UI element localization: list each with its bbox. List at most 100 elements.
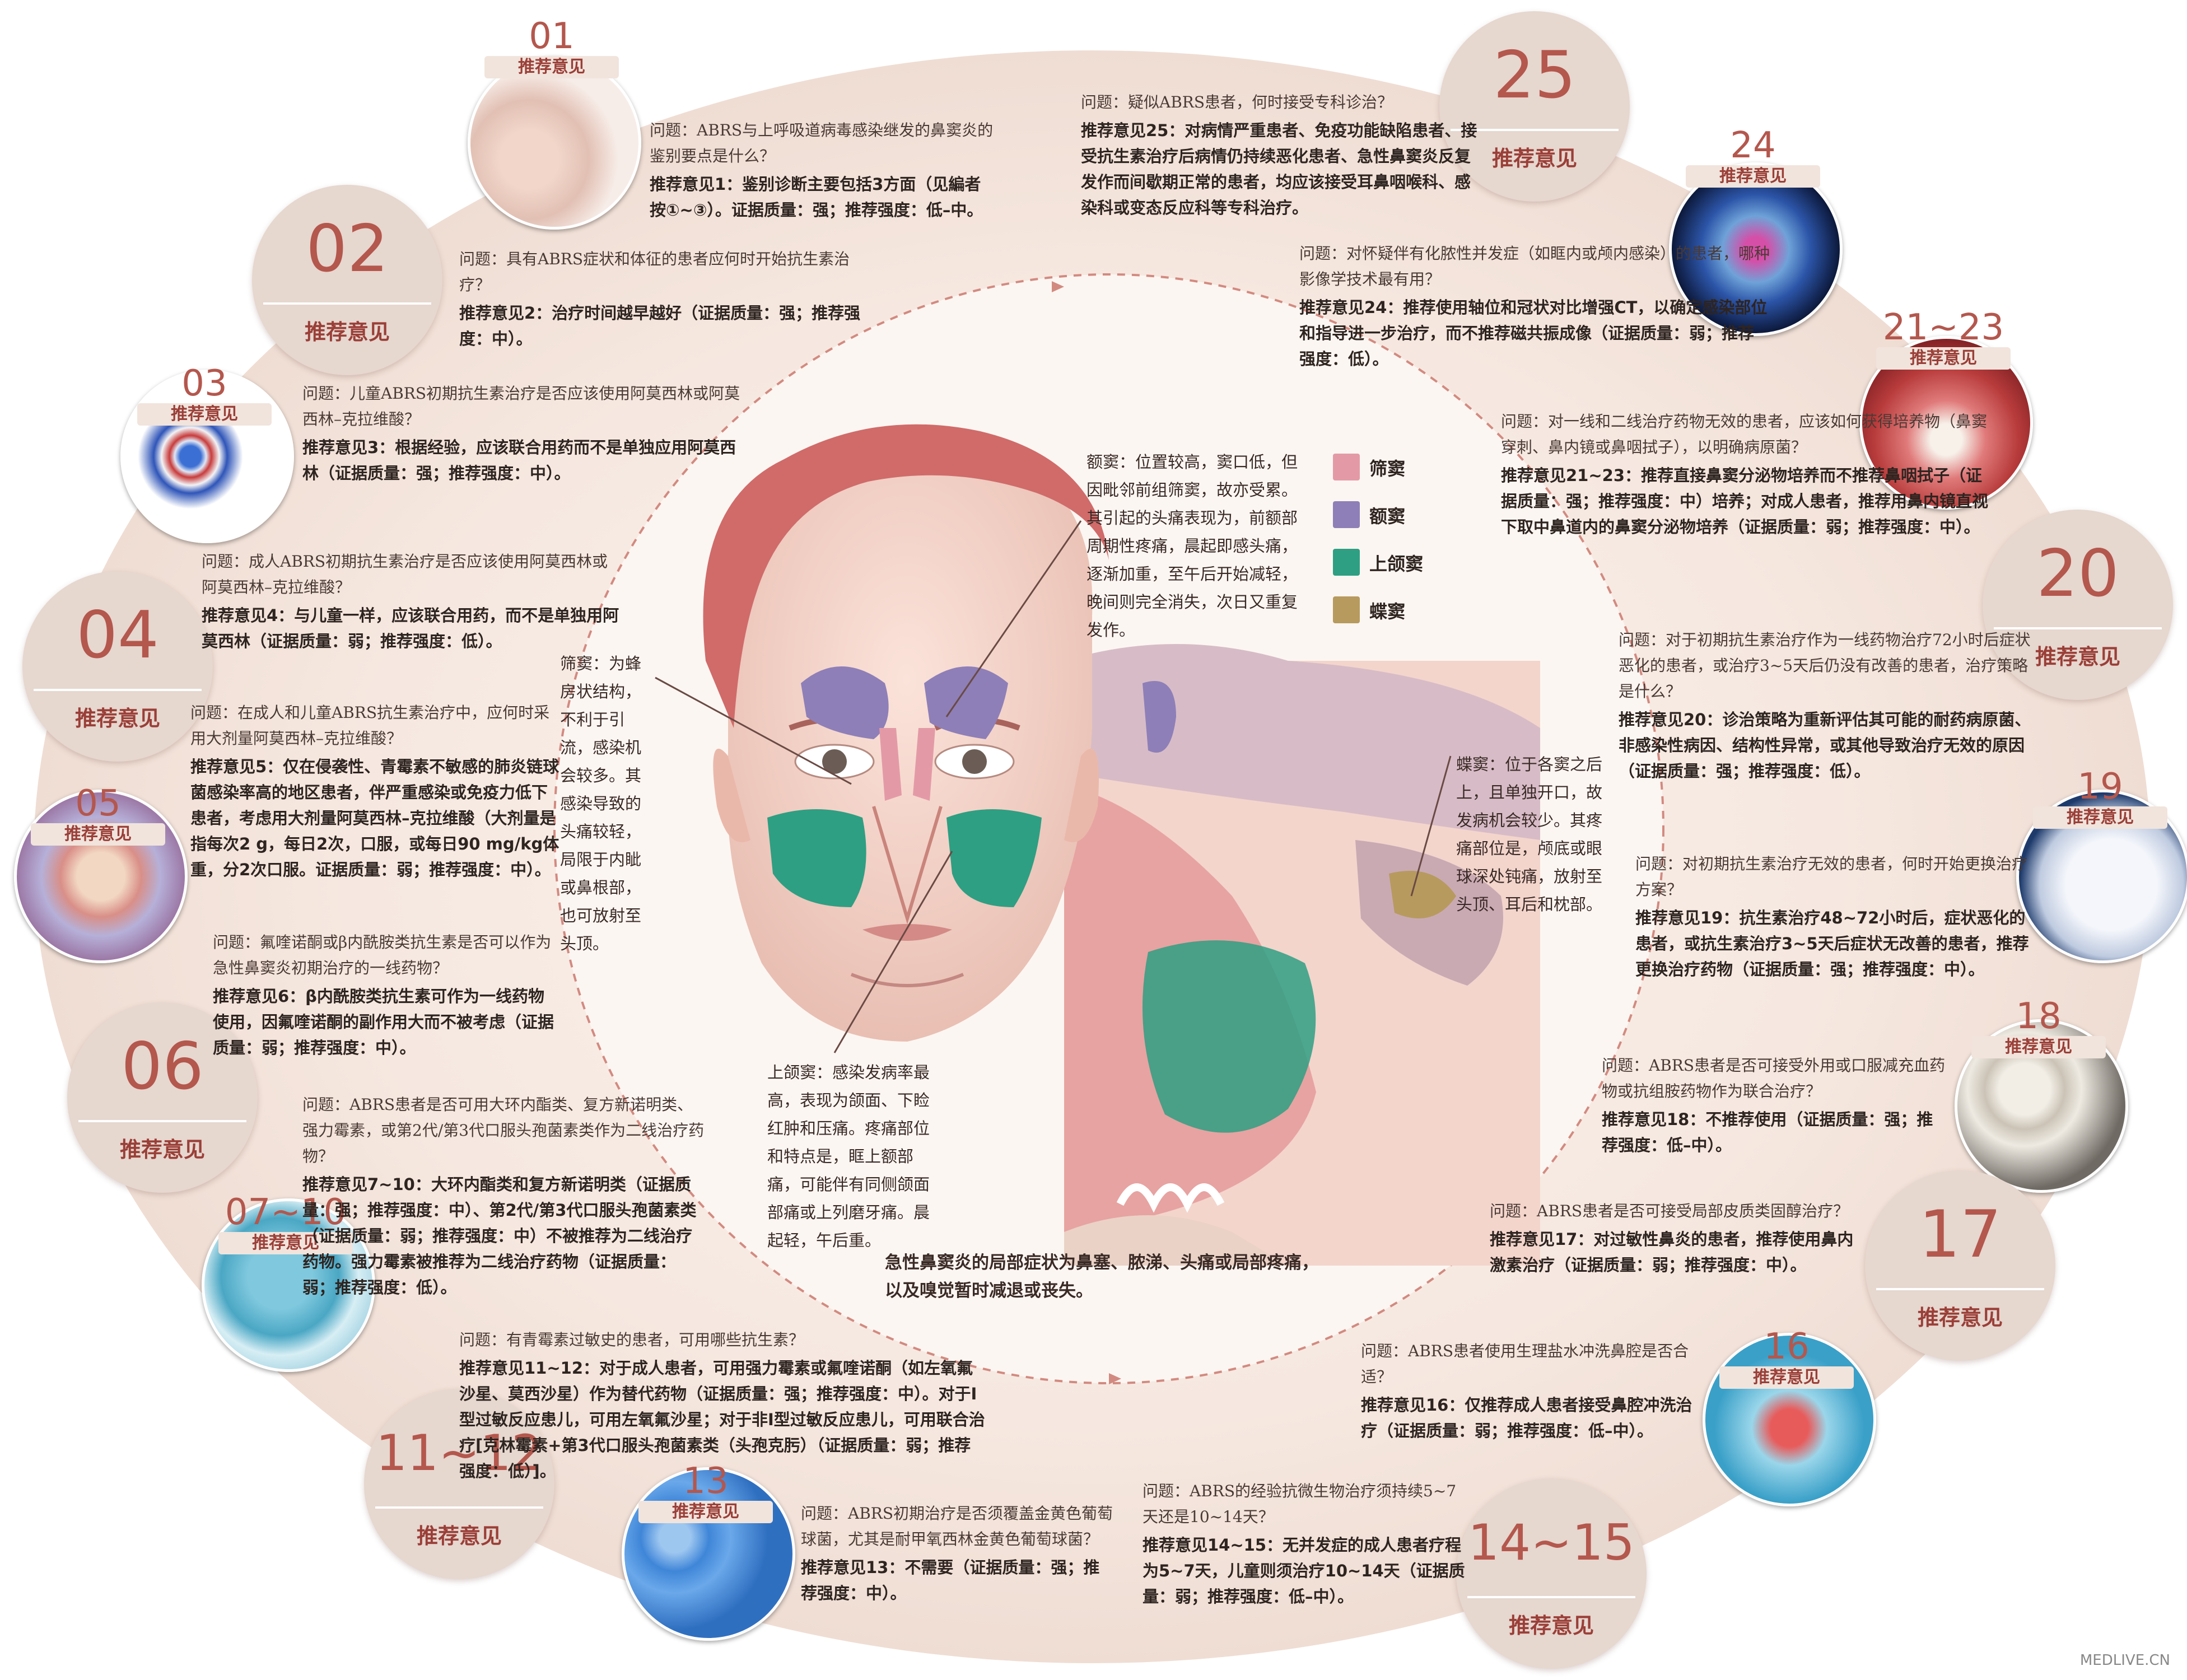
sphenoid-sinus-note: 蝶窦：位于各窦之后上，且单独开口，故发病机会较少。其疼痛部位是，颅底或眼球深处钝… (1456, 755, 1603, 914)
badge-label: 推荐意见 (1451, 129, 1619, 172)
badge-number: 07~10 (225, 1192, 347, 1233)
badge-label: 推荐意见 (34, 689, 202, 732)
badge-13: 13 推荐意见 (622, 1462, 790, 1523)
photo-16-face-sinus (1703, 1333, 1876, 1506)
badge-label: 推荐意见 (1876, 1288, 2044, 1331)
badge-14-15: 14~15 推荐意见 (1456, 1478, 1647, 1669)
badge-number: 17 (1919, 1197, 2002, 1272)
badge-label: 推荐意见 (1719, 1366, 1854, 1389)
badge-number: 24 (1730, 125, 1776, 166)
badge-17: 17 推荐意见 (1865, 1170, 2055, 1361)
legend-label-sphenoid: 蝶窦 (1369, 601, 1406, 622)
badge-number: 02 (306, 211, 389, 287)
recommendation-02: 问题：具有ABRS症状和体征的患者应何时开始抗生素治疗？ 推荐意见2：治疗时间越… (459, 246, 862, 352)
recommendation-17: 问题：ABRS患者是否可接受局部皮质类固醇治疗？ 推荐意见17：对过敏性鼻炎的患… (1490, 1198, 1854, 1278)
recommendation-01: 问题：ABRS与上呼吸道病毒感染继发的鼻窦炎的鉴别要点是什么？ 推荐意见1：鉴别… (650, 118, 997, 223)
badge-label: 推荐意见 (2033, 806, 2167, 829)
badge-label: 推荐意见 (375, 1506, 543, 1550)
photo-03-molecule (120, 370, 294, 543)
recommendation-03: 问题：儿童ABRS初期抗生素治疗是否应该使用阿莫西林或阿莫西林–克拉维酸？ 推荐… (302, 381, 750, 486)
ethmoid-sinus-note: 筛窦：为蜂房状结构，不利于引流，感染机会较多。其感染导致的头痛较轻，局限于内眦或… (560, 654, 642, 953)
question-text: 问题：在成人和儿童ABRS抗生素治疗中，应何时采用大剂量阿莫西林–克拉维酸？ (190, 703, 550, 748)
recommendation-19: 问题：对初期抗生素治疗无效的患者，何时开始更换治疗方案？ 推荐意见19：抗生素治… (1635, 851, 2039, 982)
legend-swatch-ethmoid (1333, 454, 1360, 480)
watermark: MEDLIVE.CN (2079, 1652, 2170, 1669)
badge-label: 推荐意见 (1994, 627, 2162, 670)
question-text: 问题：对初期抗生素治疗无效的患者，何时开始更换治疗方案？ (1635, 855, 2028, 899)
badge-04: 04 推荐意见 (22, 571, 213, 762)
frontal-sinus-note: 额窦：位置较高，窦口低，但因毗邻前组筛窦，故亦受累。其引起的头痛表现为，前额部周… (1086, 452, 1298, 640)
answer-text: 推荐意见20：诊治策略为重新评估其可能的耐药病原菌、非感染性病因、结构性异常，或… (1619, 710, 2031, 781)
answer-text: 推荐意见4：与儿童一样，应该联合用药，而不是单独用阿莫西林（证据质量：弱；推荐强… (202, 606, 619, 651)
answer-text: 推荐意见17：对过敏性鼻炎的患者，推荐使用鼻内激素治疗（证据质量：弱；推荐强度：… (1490, 1230, 1854, 1275)
badge-number: 14~15 (1468, 1514, 1635, 1571)
badge-label: 推荐意见 (1686, 165, 1820, 188)
badge-number: 13 (683, 1460, 729, 1502)
photo-07-10-capsules (202, 1198, 375, 1372)
question-text: 问题：ABRS的经验抗微生物治疗须持续5~7天还是10~14天？ (1143, 1482, 1457, 1526)
answer-text: 推荐意见5：仅在侵袭性、青霉素不敏感的肺炎链球菌感染率高的地区患者，伴严重感染或… (190, 757, 559, 879)
answer-text: 推荐意见1：鉴别诊断主要包括3方面（见編者按①~③）。证据质量：强；推荐强度：低… (650, 175, 983, 220)
answer-text: 推荐意见3：根据经验，应该联合用药而不是单独应用阿莫西林（证据质量：强；推荐强度… (302, 438, 736, 483)
badge-07-10: 07~10 推荐意见 (202, 1193, 370, 1254)
badge-05: 05 推荐意见 (14, 784, 182, 846)
question-text: 问题：儿童ABRS初期抗生素治疗是否应该使用阿莫西林或阿莫西林–克拉维酸？ (302, 384, 740, 428)
question-text: 问题：ABRS患者是否可用大环内酯类、复方新诺明类、强力霉素，或第2代/第3代口… (302, 1095, 705, 1165)
badge-label: 推荐意见 (31, 823, 165, 846)
question-text: 问题：ABRS患者是否可接受局部皮质类固醇治疗？ (1490, 1202, 1849, 1220)
answer-text: 推荐意见7~10：大环内酯类和复方新诺明类（证据质量：强；推荐强度：中）、第2代… (302, 1175, 697, 1297)
badge-number: 06 (121, 1029, 204, 1104)
question-text: 问题：ABRS与上呼吸道病毒感染继发的鼻窦炎的鉴别要点是什么？ (650, 121, 994, 165)
badge-number: 21~23 (1882, 307, 2004, 348)
badge-21-23: 21~23 推荐意见 (1859, 308, 2027, 370)
answer-text: 推荐意见19：抗生素治疗48~72小时后，症状恶化的患者，或抗生素治疗3~5天后… (1635, 908, 2029, 979)
recommendation-24: 问题：对怀疑伴有化脓性并发症（如眶内或颅内感染）的患者，哪种影像学技术最有用？ … (1299, 241, 1770, 372)
badge-label: 推荐意见 (1467, 1596, 1635, 1639)
badge-label: 推荐意见 (638, 1501, 773, 1523)
legend-swatch-sphenoid (1333, 596, 1360, 623)
legend-label-maxillary: 上颌窦 (1369, 553, 1424, 575)
badge-03: 03 推荐意见 (120, 364, 288, 426)
badge-label: 推荐意见 (484, 56, 619, 78)
answer-text: 推荐意见2：治疗时间越早越好（证据质量：强；推荐强度：中）。 (459, 304, 861, 348)
recommendation-14-15: 问题：ABRS的经验抗微生物治疗须持续5~7天还是10~14天？ 推荐意见14~… (1143, 1478, 1467, 1609)
answer-text: 推荐意见13：不需要（证据质量：强；推荐强度：中）。 (801, 1558, 1100, 1603)
answer-text: 推荐意见18：不推荐使用（证据质量：强；推荐强度：低–中）。 (1602, 1110, 1933, 1155)
answer-text: 推荐意见16：仅推荐成人患者接受鼻腔冲洗治疗（证据质量：弱；推荐强度：低–中）。 (1361, 1396, 1692, 1440)
badge-label: 推荐意见 (137, 403, 272, 426)
question-text: 问题：对一线和二线治疗药物无效的患者，应该如何获得培养物（鼻窦穿刺、鼻内镜或鼻咽… (1501, 412, 1988, 456)
legend-label-frontal: 额窦 (1369, 506, 1406, 527)
photo-05-skull-sinus (14, 790, 188, 963)
badge-number: 05 (75, 783, 121, 824)
badge-label: 推荐意见 (218, 1232, 353, 1254)
photo-13-bacteria (622, 1467, 795, 1641)
badge-number: 01 (529, 16, 575, 57)
answer-text: 推荐意见25：对病情严重患者、免疫功能缺陷患者、接受抗生素治疗后病情仍持续恶化患… (1081, 121, 1477, 217)
photo-24-ct-scan (1669, 162, 1843, 336)
answer-text: 推荐意见24：推荐使用轴位和冠状对比增强CT，以确定感染部位和指导进一步治疗，而… (1299, 298, 1768, 368)
badge-number: 25 (1493, 38, 1576, 113)
answer-text: 推荐意见6：β内酰胺类抗生素可作为一线药物使用，因氟喹诺酮的副作用大而不被考虑（… (213, 987, 554, 1057)
question-text: 问题：ABRS初期治疗是否须覆盖金黄色葡萄球菌，尤其是耐甲氧西林金黄色葡萄球菌？ (801, 1504, 1113, 1548)
badge-label: 推荐意见 (1971, 1036, 2106, 1058)
photo-01-sinus-anatomy (468, 56, 641, 230)
badge-18: 18 推荐意见 (1955, 997, 2123, 1058)
badge-number: 11~12 (376, 1424, 543, 1482)
question-text: 问题：氟喹诺酮或β内酰胺类抗生素是否可以作为急性鼻窦炎初期治疗的一线药物？ (213, 933, 552, 977)
badge-06: 06 推荐意见 (67, 1002, 258, 1193)
recommendation-04: 问题：成人ABRS初期抗生素治疗是否应该使用阿莫西林或阿莫西林–克拉维酸？ 推荐… (202, 549, 622, 654)
badge-label: 推荐意见 (1876, 347, 2011, 370)
question-text: 问题：疑似ABRS患者，何时接受专科诊治？ (1081, 93, 1393, 111)
answer-text: 推荐意见21~23：推荐直接鼻窦分泌物培养而不推荐鼻咽拭子（证据质量：强；推荐强… (1501, 466, 1989, 536)
badge-label: 推荐意见 (78, 1120, 246, 1163)
question-text: 问题：对于初期抗生素治疗作为一线药物治疗72小时后症状恶化的患者，或治疗3~5天… (1619, 631, 2031, 701)
question-text: 问题：成人ABRS初期抗生素治疗是否应该使用阿莫西林或阿莫西林–克拉维酸？ (202, 552, 608, 596)
badge-20: 20 推荐意见 (1983, 510, 2173, 700)
badge-02: 02 推荐意见 (252, 185, 442, 375)
recommendation-25: 问题：疑似ABRS患者，何时接受专科诊治？ 推荐意见25：对病情严重患者、免疫功… (1081, 90, 1484, 221)
badge-24: 24 推荐意见 (1669, 126, 1837, 188)
answer-text: 推荐意见14~15：无并发症的成人患者疗程为5~7天，儿童则须治疗10~14天（… (1143, 1536, 1465, 1606)
badge-16: 16 推荐意见 (1703, 1327, 1871, 1389)
recommendation-11-12: 问题：有青霉素过敏史的患者，可用哪些抗生素？ 推荐意见11~12：对于成人患者，… (459, 1327, 986, 1484)
recommendation-06: 问题：氟喹诺酮或β内酰胺类抗生素是否可以作为急性鼻窦炎初期治疗的一线药物？ 推荐… (213, 930, 560, 1061)
